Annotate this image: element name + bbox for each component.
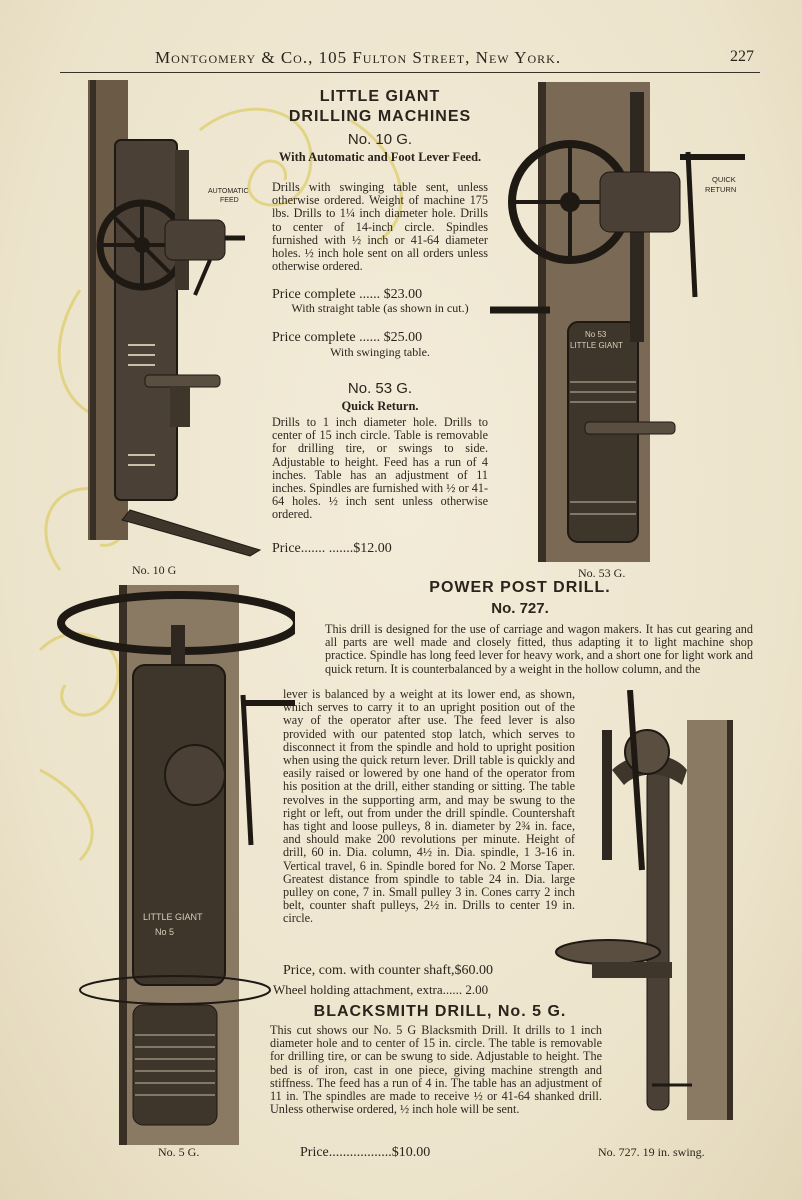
drill-10g-illustration: AUTOMATIC FEED [88, 80, 262, 557]
model-727: No. 727. [491, 600, 549, 617]
body-10g: Drills with swinging table sent, unless … [272, 180, 488, 274]
caption-10g: No. 10 G [132, 563, 177, 577]
drill-5g-illustration: LITTLE GIANT No 5 [57, 585, 295, 1145]
svg-text:QUICK: QUICK [712, 175, 736, 184]
page-header: Montgomery & Co., 105 Fulton Street, New… [60, 42, 760, 73]
intro-727: This drill is designed for the use of ca… [325, 622, 753, 676]
drill-53g-illustration: QUICK RETURN No 53 LITTLE GIANT [490, 82, 745, 562]
page-number: 227 [730, 48, 754, 65]
caption-5g: No. 5 G. [158, 1145, 200, 1159]
label-automatic-feed: AUTOMATIC [208, 188, 249, 195]
heading-blacksmith-drill: BLACKSMITH DRILL, No. 5 G. [313, 1003, 567, 1020]
body-53g: Drills to 1 inch diameter hole. Drills t… [272, 415, 488, 522]
price-10g-straight: Price complete ...... $23.00 [272, 287, 423, 302]
body-5g: This cut shows our No. 5 G Blacksmith Dr… [270, 1023, 602, 1117]
body-727: lever is balanced by a weight at its low… [283, 687, 575, 926]
subtitle-53g: Quick Return. [341, 399, 419, 413]
price-10g-swinging: Price complete ...... $25.00 [272, 330, 423, 345]
subtitle-10g: With Automatic and Foot Lever Feed. [278, 150, 482, 164]
price-727: Price, com. with counter shaft,$60.00 [283, 963, 493, 978]
svg-text:RETURN: RETURN [705, 185, 736, 194]
price-wheel-attachment: Wheel holding attachment, extra...... 2.… [273, 982, 489, 997]
model-53g: No. 53 G. [347, 380, 413, 397]
svg-text:No 53: No 53 [585, 330, 607, 339]
model-10g: No. 10 G. [347, 131, 413, 148]
note-10g-swinging: With swinging table. [330, 345, 430, 359]
svg-text:No 5: No 5 [155, 927, 174, 937]
price-5g: Price..................$10.00 [300, 1145, 431, 1160]
svg-text:FEED: FEED [220, 197, 239, 204]
caption-53g: No. 53 G. [578, 566, 626, 580]
svg-text:LITTLE GIANT: LITTLE GIANT [570, 341, 623, 350]
drill-727-illustration [555, 690, 733, 1120]
caption-727: No. 727. 19 in. swing. [598, 1145, 705, 1159]
heading-little-giant: LITTLE GIANT DRILLING MACHINES [288, 88, 472, 125]
note-10g-straight: With straight table (as shown in cut.) [291, 301, 469, 315]
header-title: Montgomery & Co., 105 Fulton Street, New… [155, 48, 562, 67]
svg-text:LITTLE GIANT: LITTLE GIANT [143, 912, 203, 922]
price-53g: Price....... .......$12.00 [272, 541, 392, 556]
heading-power-post-drill: POWER POST DRILL. [429, 579, 611, 596]
